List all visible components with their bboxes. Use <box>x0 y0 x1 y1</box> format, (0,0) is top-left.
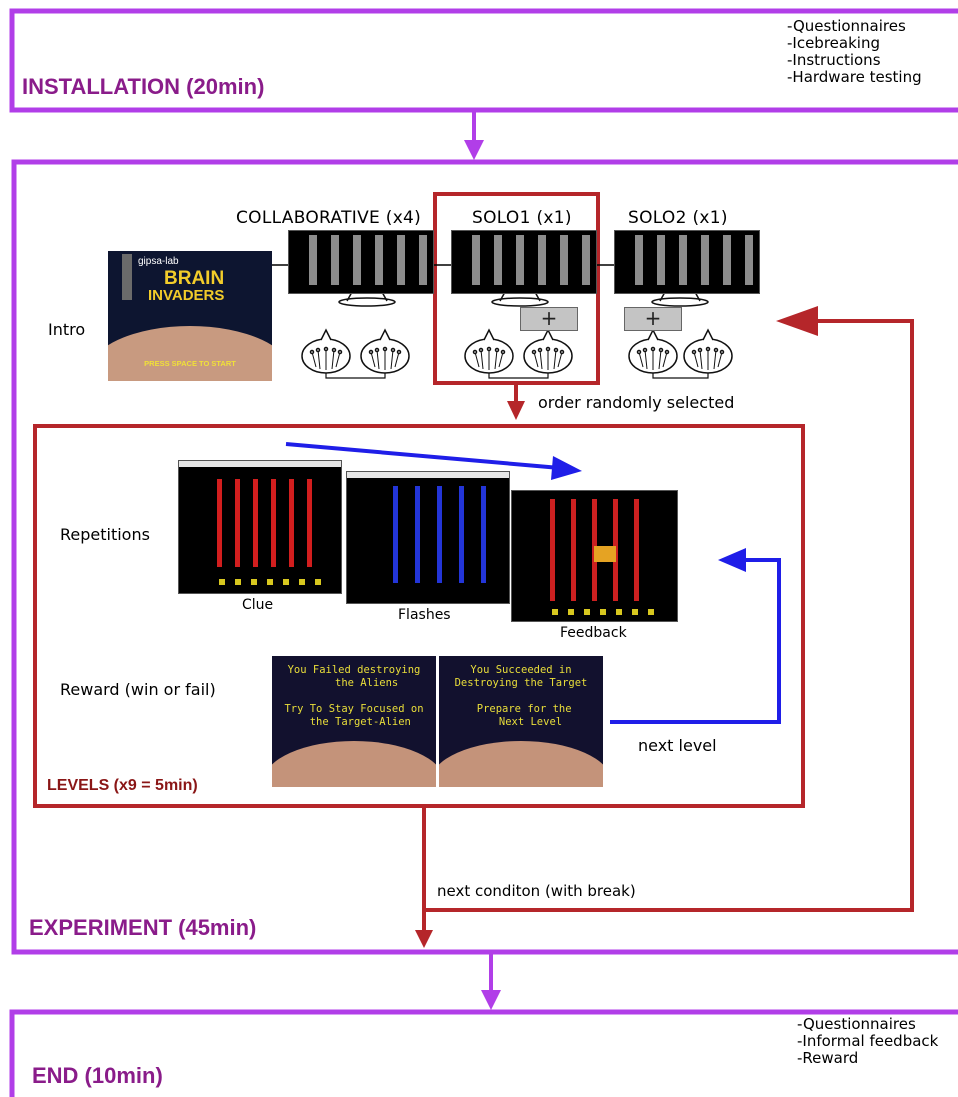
alien-grid <box>458 235 590 285</box>
intro-start-prompt: PRESS SPACE TO START <box>144 359 236 368</box>
eeg-head-icons <box>301 328 733 374</box>
monitor-solo2 <box>614 230 760 294</box>
next-condition-label: next conditon (with break) <box>437 882 636 900</box>
brain-image <box>108 326 272 381</box>
end-notes: -Questionnaires -Informal feedback -Rewa… <box>797 1016 938 1067</box>
order-note: order randomly selected <box>538 393 735 412</box>
monitor-collaborative <box>288 230 434 294</box>
levels-title: LEVELS (x9 = 5min) <box>47 777 198 794</box>
end-note: -Questionnaires <box>797 1015 916 1033</box>
installation-to-experiment-arrow <box>464 110 484 160</box>
clue-screenshot <box>178 460 342 594</box>
installation-title: INSTALLATION (20min) <box>22 74 265 99</box>
next-level-label: next level <box>638 736 717 755</box>
alien-grid <box>295 235 427 285</box>
reward-win-screenshot: You Succeeded in Destroying the Target P… <box>439 656 603 787</box>
end-title: END (10min) <box>32 1063 163 1088</box>
clue-caption: Clue <box>242 597 274 613</box>
condition-label-solo2: SOLO2 (x1) <box>628 208 728 228</box>
installation-notes: -Questionnaires -Icebreaking -Instructio… <box>787 18 922 86</box>
levels-box <box>33 424 805 808</box>
tower-logo <box>122 254 132 300</box>
end-box <box>9 1009 958 1097</box>
intro-game-screenshot: gipsa-lab BRAIN INVADERS PRESS SPACE TO … <box>108 251 272 381</box>
window-title-bar <box>347 472 509 478</box>
intro-brand: gipsa-lab <box>138 256 179 267</box>
monitor-stand <box>338 291 709 307</box>
end-note: -Reward <box>797 1049 859 1067</box>
intro-title-line2: INVADERS <box>148 287 225 304</box>
brain-image <box>272 741 436 787</box>
installation-note: -Hardware testing <box>787 68 922 86</box>
condition-to-levels-arrow <box>507 383 525 420</box>
feedback-screenshot <box>511 490 678 622</box>
brain-image <box>439 741 603 787</box>
monitor-solo1 <box>451 230 597 294</box>
alien-grid <box>621 235 753 285</box>
flashes-caption: Flashes <box>398 607 451 623</box>
condition-label-collaborative: COLLABORATIVE (x4) <box>236 208 422 228</box>
flashes-screenshot <box>346 471 510 604</box>
installation-note: -Icebreaking <box>787 34 880 52</box>
feedback-caption: Feedback <box>560 625 627 641</box>
reward-label: Reward (win or fail) <box>60 680 216 699</box>
experiment-box <box>11 159 958 955</box>
plus-icon: + <box>520 307 578 331</box>
intro-label: Intro <box>48 320 86 339</box>
end-note: -Informal feedback <box>797 1032 939 1050</box>
alien-grid <box>383 486 487 583</box>
reward-win-text: You Succeeded in Destroying the Target P… <box>454 664 588 728</box>
next-condition-loop-arrow <box>415 306 914 948</box>
experiment-title: EXPERIMENT (45min) <box>29 915 257 940</box>
plus-icon: + <box>624 307 682 331</box>
repetitions-label: Repetitions <box>60 525 150 544</box>
condition-label-solo1: SOLO1 (x1) <box>472 208 572 228</box>
reward-fail-text: You Failed destroying the Aliens Try To … <box>284 664 424 728</box>
score-circles <box>219 579 321 585</box>
installation-note: -Questionnaires <box>787 17 906 35</box>
score-circles <box>552 609 657 615</box>
repetition-sequence-arrow <box>285 442 582 480</box>
experiment-to-end-arrow <box>481 952 501 1010</box>
installation-note: -Instructions <box>787 51 881 69</box>
pair-connectors <box>325 373 709 379</box>
installation-box <box>9 8 958 113</box>
explosion-icon <box>594 546 616 562</box>
window-title-bar <box>179 461 341 467</box>
intro-title-line1: BRAIN <box>164 268 225 289</box>
alien-grid <box>209 479 321 567</box>
next-level-loop-arrow <box>610 548 781 724</box>
reward-fail-screenshot: You Failed destroying the Aliens Try To … <box>272 656 436 787</box>
